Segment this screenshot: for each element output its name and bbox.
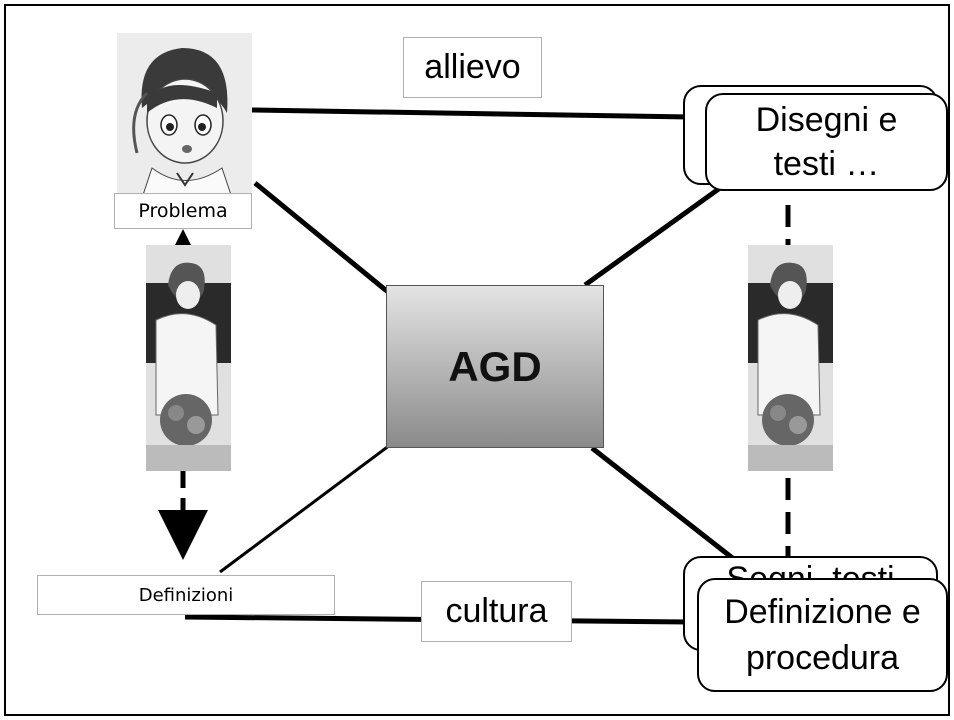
definition-procedure-box: Definizione e procedura	[697, 578, 948, 692]
student-label: allievo	[403, 37, 542, 98]
teacher-illustration-icon	[748, 245, 833, 471]
student-illustration-icon	[117, 33, 252, 198]
culture-label: cultura	[421, 581, 572, 642]
line-student-agd	[253, 181, 390, 294]
line-procedure-agd	[590, 446, 737, 562]
line-drawings-agd	[583, 185, 722, 288]
teacher-illustration-icon	[146, 245, 231, 471]
problem-label: Problema	[114, 193, 252, 229]
line-student-drawings	[251, 107, 691, 120]
slide-frame	[4, 4, 950, 716]
line-definitions-agd	[219, 443, 391, 574]
drawings-box: Disegni e testi …	[705, 93, 948, 191]
agd-center-box: AGD	[386, 285, 604, 448]
definitions-label: Definizioni	[37, 575, 335, 615]
